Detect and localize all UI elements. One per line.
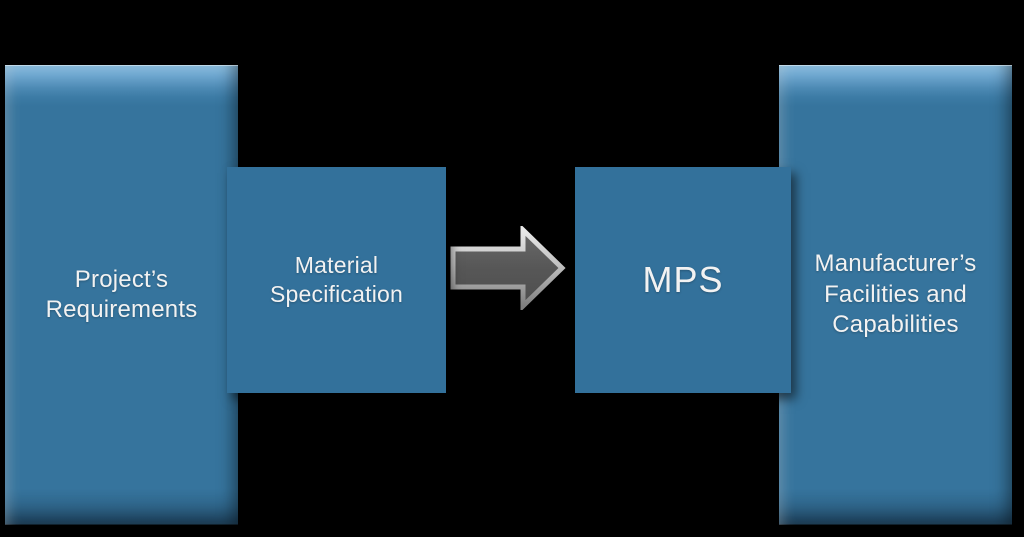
mps-shape: MPS (575, 167, 791, 393)
projects-requirements-label: Project’s Requirements (45, 265, 198, 323)
manufacturers-facilities-label: Manufacturer’s Facilities and Capabiliti… (814, 250, 977, 339)
mps-label: MPS (642, 259, 724, 301)
projects-requirements-shape: Project’s Requirements (5, 65, 238, 525)
material-specification-label: Material Specification (269, 251, 403, 307)
material-specification-shape: Material Specification (227, 167, 446, 393)
manufacturers-facilities-shape: Manufacturer’s Facilities and Capabiliti… (779, 65, 1012, 525)
right-arrow-icon (450, 226, 566, 310)
